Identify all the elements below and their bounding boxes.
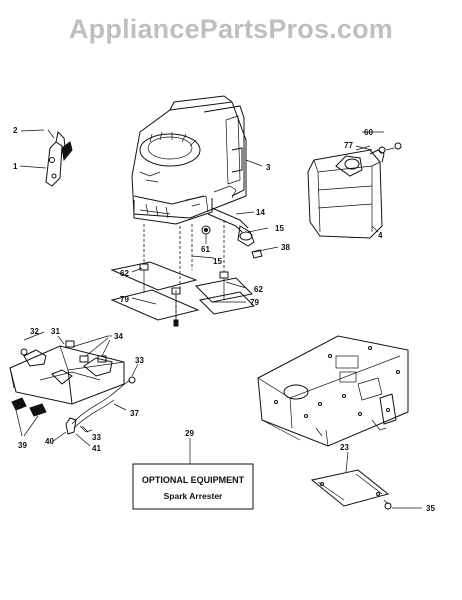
chassis-plate-part: [257, 335, 409, 447]
callout-29: 29: [185, 429, 194, 438]
cable-part: [65, 376, 136, 435]
callout-77: 77: [344, 141, 353, 150]
engine-part: [131, 95, 247, 225]
callout-1: 1: [13, 162, 18, 171]
callout-32: 32: [30, 327, 39, 336]
callout-33-upper: 33: [135, 356, 144, 365]
callout-2: 2: [13, 126, 18, 135]
callout-60: 60: [364, 128, 373, 137]
spark-arrester-label: Spark Arrester: [164, 491, 223, 501]
battery-tray-part: [9, 345, 125, 405]
battery-pads-part: [11, 397, 47, 437]
watermark-text: AppliancePartsPros.com: [68, 14, 393, 44]
muffler-part: [307, 142, 402, 239]
heat-shield-part: [310, 469, 392, 510]
exhaust-pipe-part: [207, 207, 255, 247]
callout-79-right: 79: [250, 298, 259, 307]
callout-38: 38: [281, 243, 290, 252]
optional-equipment-box: [132, 463, 254, 510]
callout-3: 3: [266, 163, 271, 172]
callout-35: 35: [426, 504, 435, 513]
optional-equipment-title: OPTIONAL EQUIPMENT: [142, 475, 245, 485]
callout-79-left: 79: [120, 295, 129, 304]
callout-23: 23: [340, 443, 349, 452]
callout-62-right: 62: [254, 285, 263, 294]
callout-31: 31: [51, 327, 60, 336]
callout-33-lower: 33: [92, 433, 101, 442]
callout-61: 61: [201, 245, 210, 254]
connector-parts: [20, 335, 111, 363]
callout-4: 4: [378, 231, 383, 240]
engine-mounting-lines: [139, 220, 229, 327]
callout-15-mount: 15: [213, 257, 222, 266]
base-plates-part: [110, 261, 256, 321]
callout-34: 34: [114, 332, 123, 341]
callout-62-left: 62: [120, 269, 129, 278]
callout-40: 40: [45, 437, 54, 446]
callout-41: 41: [92, 444, 101, 453]
callout-15-exhaust: 15: [275, 224, 284, 233]
leader-lines: [19, 129, 422, 509]
callout-37: 37: [130, 409, 139, 418]
callout-labels: 2 1 3 14 15 38 61 15 62 62 79 79 60 77 4…: [13, 126, 435, 513]
callout-39: 39: [18, 441, 27, 450]
callout-14: 14: [256, 208, 265, 217]
throttle-control-part: [45, 129, 73, 187]
